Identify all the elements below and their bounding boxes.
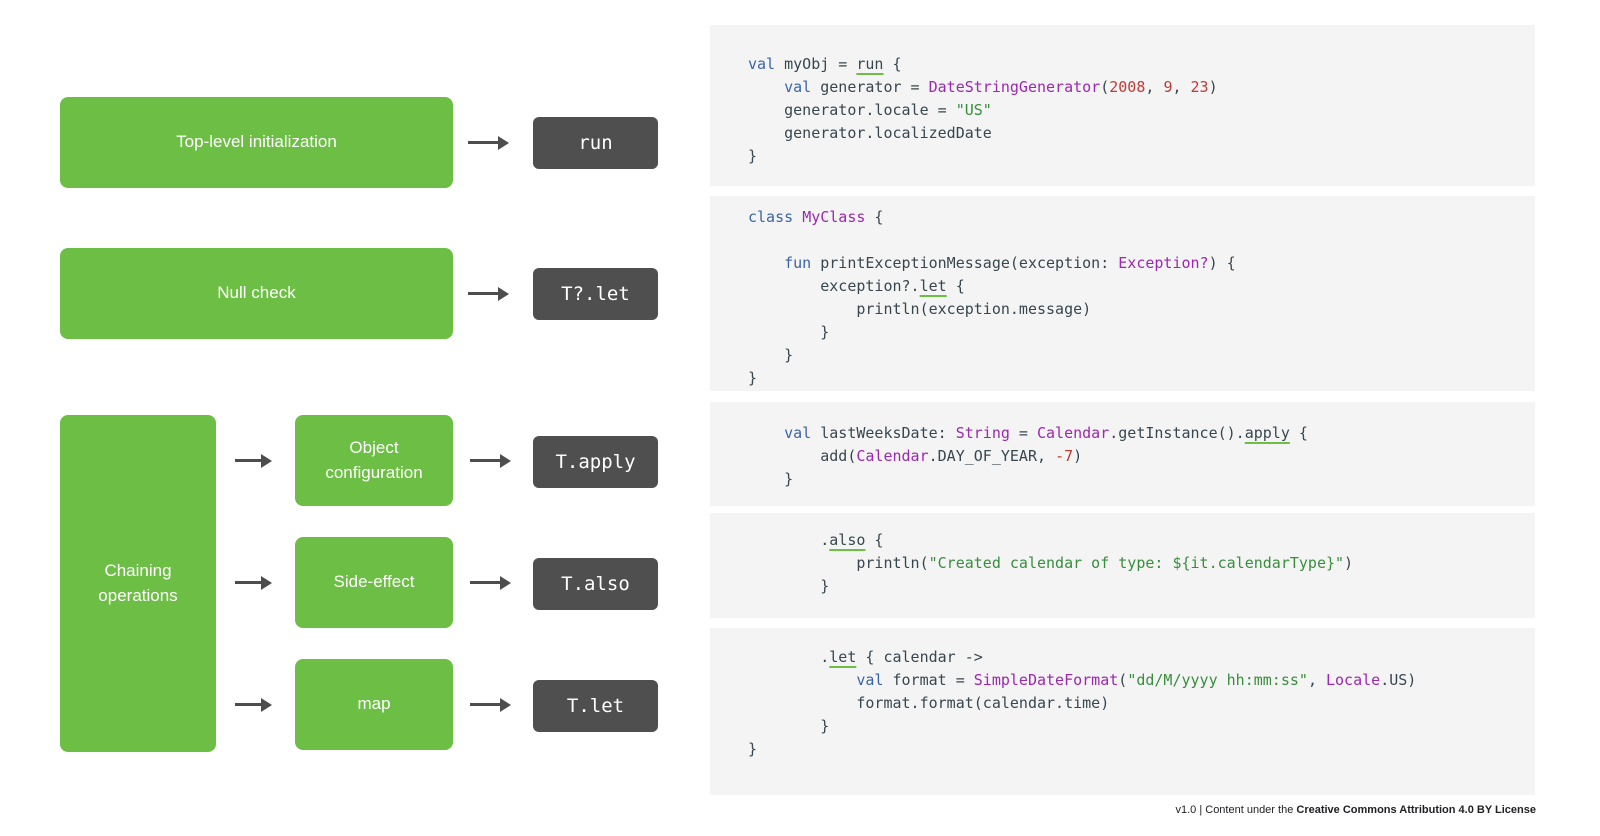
arrow-icon	[470, 575, 511, 590]
op-box-t-let: T.let	[533, 680, 658, 732]
code-line: }	[748, 717, 830, 735]
flow-box-label: Side-effect	[333, 572, 415, 592]
flow-box-label: map	[357, 694, 391, 714]
op-box-label: T?.let	[561, 283, 630, 305]
flow-box-label: Null check	[217, 283, 296, 303]
flow-box-label: Chaining operations	[98, 560, 178, 605]
arrow-icon	[468, 135, 509, 150]
code-line: }	[748, 147, 758, 165]
license-note: v1.0 | Content under the Creative Common…	[1175, 804, 1536, 816]
code-line: generator.locale = "US"	[748, 101, 992, 119]
code-line: class MyClass {	[748, 208, 884, 226]
arrow-icon	[235, 697, 272, 712]
op-box-t-apply: T.apply	[533, 436, 658, 488]
op-box-run: run	[533, 117, 658, 169]
op-box-label: run	[578, 132, 613, 154]
flow-box-label: Object configuration	[325, 437, 423, 482]
flow-box-null-check: Null check	[60, 248, 453, 339]
code-line: }	[748, 740, 758, 758]
code-line: }	[748, 577, 830, 595]
code-panel-run-example: val myObj = run { val generator = DateSt…	[710, 25, 1535, 186]
arrow-icon	[470, 697, 511, 712]
code-line: }	[748, 470, 794, 488]
code-line: exception?.let {	[748, 277, 965, 295]
op-box-label: T.apply	[555, 451, 636, 473]
arrow-icon	[470, 453, 511, 468]
code-line	[748, 229, 1497, 252]
code-panel-null-check-let-example: class MyClass { fun printExceptionMessag…	[710, 196, 1535, 391]
flow-box-label: Top-level initialization	[176, 132, 337, 152]
arrow-icon	[235, 453, 272, 468]
license-bold-text: Creative Commons Attribution 4.0 BY Lice…	[1296, 804, 1536, 816]
code-line: format.format(calendar.time)	[748, 694, 1110, 712]
code-line: println("Created calendar of type: ${it.…	[748, 554, 1354, 572]
code-line: }	[748, 369, 758, 387]
code-line: generator.localizedDate	[748, 124, 992, 142]
arrow-icon	[235, 575, 272, 590]
flow-box-top-level-initialization: Top-level initialization	[60, 97, 453, 188]
arrow-icon	[468, 286, 509, 301]
code-line: .also {	[748, 531, 884, 549]
version-text: v1.0 | Content under the	[1175, 804, 1297, 816]
flow-box-chaining-operations: Chaining operations	[60, 415, 216, 752]
op-box-t-nullable-let: T?.let	[533, 268, 658, 320]
code-line: val format = SimpleDateFormat("dd/M/yyyy…	[856, 671, 1417, 689]
code-panel-let-map-example: .let { calendar -> val format = SimpleDa…	[710, 628, 1535, 795]
code-panel-also-example: .also { println("Created calendar of typ…	[710, 513, 1535, 618]
flow-box-side-effect: Side-effect	[295, 537, 453, 628]
code-line: val myObj = run {	[748, 55, 902, 73]
code-line: fun printExceptionMessage(exception: Exc…	[784, 254, 1236, 272]
code-line: add(Calendar.DAY_OF_YEAR, -7)	[748, 447, 1083, 465]
code-line: }	[748, 323, 830, 341]
code-panel-apply-example: val lastWeeksDate: String = Calendar.get…	[710, 402, 1535, 506]
code-line: }	[748, 346, 794, 364]
code-line: .let { calendar ->	[748, 648, 983, 666]
op-box-label: T.also	[561, 573, 630, 595]
flow-box-object-configuration: Object configuration	[295, 415, 453, 506]
flow-box-map: map	[295, 659, 453, 750]
op-box-label: T.let	[566, 695, 625, 717]
op-box-t-also: T.also	[533, 558, 658, 610]
code-line: val generator = DateStringGenerator(2008…	[784, 78, 1218, 96]
code-line: println(exception.message)	[748, 300, 1092, 318]
code-line: val lastWeeksDate: String = Calendar.get…	[784, 424, 1308, 442]
